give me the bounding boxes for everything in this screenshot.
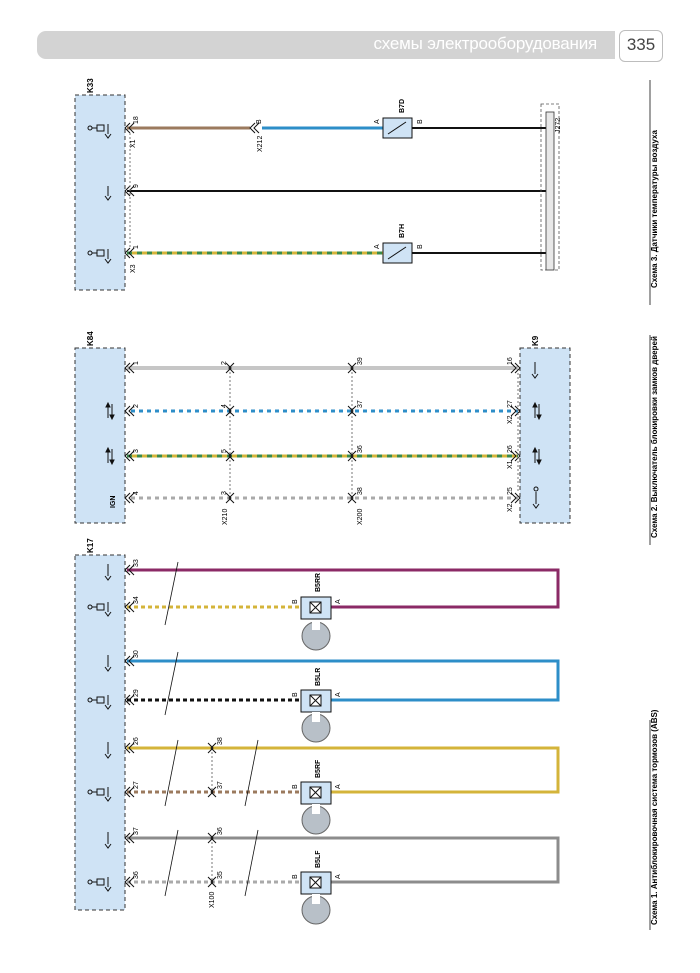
- b5rr-pin-a: A: [335, 599, 342, 604]
- pin-34: 34: [133, 596, 140, 604]
- pin-18: 18: [133, 116, 140, 124]
- r3-left: 3: [133, 449, 140, 453]
- b5lr-label: B5LR: [315, 668, 322, 686]
- page-number-box: 335: [619, 30, 663, 62]
- b5rf-label: B5RF: [315, 759, 322, 778]
- r4-right: 25: [507, 487, 514, 495]
- r2-left: 2: [133, 404, 140, 408]
- k84-block: [74, 347, 126, 524]
- b5rr-sensor: [300, 596, 332, 651]
- r1-right: 16: [507, 357, 514, 365]
- r4-c1: 3: [221, 491, 228, 495]
- header-title: схемы электрооборудования: [373, 34, 598, 53]
- r1-left: 1: [133, 361, 140, 365]
- scheme-2: K84 K9: [74, 331, 659, 545]
- conn-x2-c: X2: [507, 503, 514, 512]
- k33-block: [74, 94, 126, 291]
- k9-label: K9: [531, 335, 540, 346]
- pin-33: 33: [133, 559, 140, 567]
- conn-x100: X100: [209, 892, 216, 908]
- x100-35: 35: [217, 871, 224, 879]
- b7h-pin-a: A: [374, 244, 381, 249]
- pin-9: 9: [133, 184, 140, 188]
- r2-c1: 4: [221, 404, 228, 408]
- b7d-pin-b: B: [417, 119, 424, 124]
- r1-c1: 2: [221, 361, 228, 365]
- scheme-3: K33 18 9 1 X1 X3 X212: [74, 78, 659, 305]
- b5lf-sensor: [300, 871, 332, 925]
- b5rr-label: B5RR: [315, 573, 322, 592]
- conn-x210: X210: [222, 509, 229, 525]
- r4-left: 4: [133, 491, 140, 495]
- page-number: 335: [626, 35, 656, 54]
- b7d-pin-a: A: [374, 119, 381, 124]
- x100-37: 37: [217, 781, 224, 789]
- x100-36: 36: [217, 827, 224, 835]
- header-bar: схемы электрооборудования: [37, 31, 615, 59]
- pin-27: 27: [133, 781, 140, 789]
- r3-c2: 36: [357, 445, 364, 453]
- pin-1: 1: [133, 245, 140, 249]
- k17-block: [74, 554, 126, 911]
- conn-x1: X1: [130, 139, 137, 148]
- x212-pin: B: [256, 119, 263, 124]
- scheme-3-caption: Схема 3. Датчики температуры воздуха: [650, 130, 659, 288]
- b7h-label: B7H: [399, 224, 406, 238]
- b5lf-pin-a: A: [335, 874, 342, 879]
- x100-38: 38: [217, 737, 224, 745]
- pin-37: 37: [133, 827, 140, 835]
- b5lf-pin-b: B: [292, 874, 299, 879]
- scheme-1-caption: Схема 1. Антиблокировочная система тормо…: [650, 709, 659, 925]
- r4-c2: 38: [357, 487, 364, 495]
- b7h-pin-b: B: [417, 244, 424, 249]
- k33-label: K33: [86, 78, 95, 93]
- k17-label: K17: [86, 538, 95, 553]
- conn-x212: X212: [257, 136, 264, 152]
- b5rf-pin-a: A: [335, 784, 342, 789]
- k9-block: [519, 347, 571, 524]
- conn-x200: X200: [357, 509, 364, 525]
- b5lr-pin-b: B: [292, 692, 299, 697]
- b5lf-label: B5LF: [315, 850, 322, 868]
- r1-c2: 39: [357, 357, 364, 365]
- conn-x3: X3: [130, 264, 137, 273]
- j272-splice: [545, 111, 555, 271]
- r3-right: 26: [507, 445, 514, 453]
- b5rf-sensor: [300, 781, 332, 835]
- b5rr-pin-b: B: [292, 599, 299, 604]
- pin-30: 30: [133, 650, 140, 658]
- b7d-label: B7D: [399, 99, 406, 113]
- pin-26: 26: [133, 737, 140, 745]
- b5rf-pin-b: B: [292, 784, 299, 789]
- pin-29: 29: [133, 689, 140, 697]
- b5lr-pin-a: A: [335, 692, 342, 697]
- r2-right: 27: [507, 400, 514, 408]
- scheme-1: K17: [74, 538, 659, 930]
- b5lr-sensor: [300, 689, 332, 743]
- pin-36: 36: [133, 871, 140, 879]
- conn-x2-a: X2: [507, 415, 514, 424]
- conn-x1-b: X1: [507, 460, 514, 469]
- scheme-2-caption: Схема 2. Выключатель блокировки замков д…: [650, 336, 659, 538]
- r3-c1: 5: [221, 449, 228, 453]
- k84-label: K84: [86, 331, 95, 346]
- conn-j272: J272: [555, 118, 562, 133]
- ign-label: IGN: [110, 496, 117, 508]
- r2-c2: 37: [357, 400, 364, 408]
